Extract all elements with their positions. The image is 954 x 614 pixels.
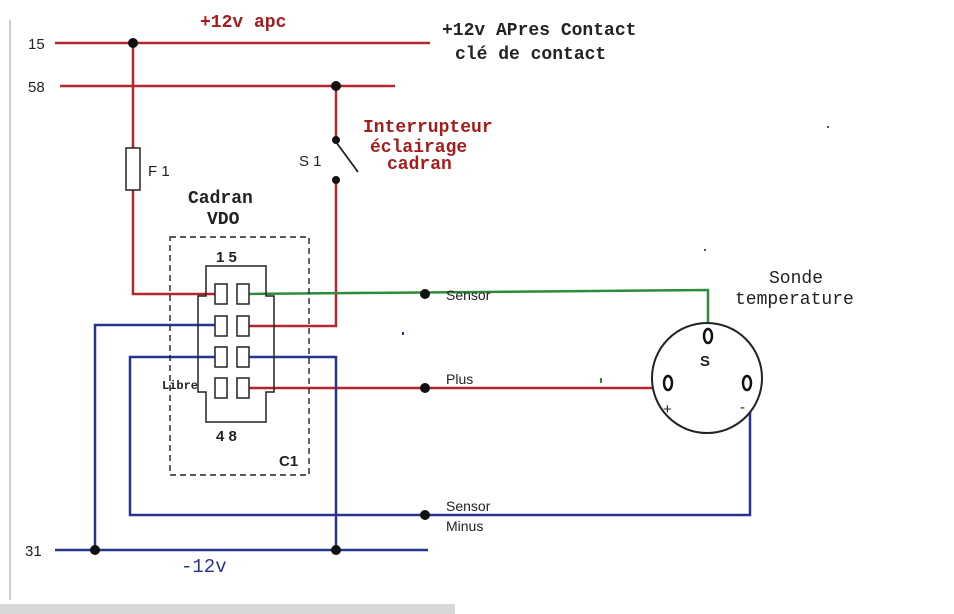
rail-31-label: 31 — [25, 543, 42, 560]
switch-title-2: éclairage — [370, 138, 467, 158]
bottom-bar — [0, 604, 455, 614]
blue-wires — [55, 323, 752, 552]
pin-to-ground-wire — [93, 323, 216, 550]
fuse-to-pin1-wire — [131, 190, 218, 296]
probe-s-label: S — [700, 353, 710, 370]
switch-title-3: cadran — [387, 155, 452, 175]
pin-6 — [236, 315, 250, 337]
switch-title-1: Interrupteur — [363, 118, 493, 138]
free-pin-label: Libre — [162, 379, 198, 393]
pin-8 — [236, 377, 250, 399]
sensor-minus-label-2: Minus — [446, 518, 483, 534]
probe-minus-label: - — [740, 399, 745, 416]
fuse-f1 — [125, 147, 141, 191]
switch-label: S 1 — [299, 153, 322, 170]
probe-plus-terminal — [662, 374, 674, 392]
fuse-label: F 1 — [148, 163, 170, 180]
pin-2 — [214, 315, 228, 337]
junction-dots — [90, 38, 430, 555]
switch-s1 — [332, 136, 359, 184]
probe-s-terminal — [702, 327, 714, 345]
pin-3 — [214, 346, 228, 368]
red-wires — [55, 41, 668, 390]
rail-15-label: 15 — [28, 36, 45, 53]
pin-1 — [214, 283, 228, 305]
gauge-connector-body — [197, 265, 275, 423]
pin-5 — [236, 283, 250, 305]
header-line-2: clé de contact — [455, 45, 606, 65]
plus-wire-label: Plus — [446, 371, 473, 387]
gauge-title-2: VDO — [207, 210, 240, 230]
header-line-1: +12v APres Contact — [442, 21, 636, 41]
gauge-dashed-box — [169, 236, 310, 476]
sensor-minus-label-1: Sensor — [446, 498, 491, 514]
probe-minus-terminal — [741, 374, 753, 392]
minus12-label: -12v — [181, 556, 227, 578]
probe-title-2: temperature — [735, 290, 854, 310]
probe-title-1: Sonde — [769, 269, 823, 289]
gauge-pins-bottom: 4 8 — [216, 428, 237, 445]
plus12-apc-label: +12v apc — [200, 13, 286, 33]
temperature-probe — [651, 322, 763, 434]
probe-plus-label: + — [663, 401, 672, 418]
sensor-wire-green — [243, 288, 710, 336]
stray-marks — [402, 126, 829, 383]
switch-to-pin2-wire — [244, 180, 338, 328]
pin-4 — [214, 377, 228, 399]
gauge-pins-top: 1 5 — [216, 249, 237, 266]
connector-pins — [214, 283, 250, 399]
pin-7 — [236, 346, 250, 368]
connector-label: C1 — [279, 453, 298, 470]
gauge-title-1: Cadran — [188, 189, 253, 209]
sensor-minus-wire — [128, 355, 752, 517]
rail-58-label: 58 — [28, 79, 45, 96]
sensor-wire-label: Sensor — [446, 287, 491, 303]
